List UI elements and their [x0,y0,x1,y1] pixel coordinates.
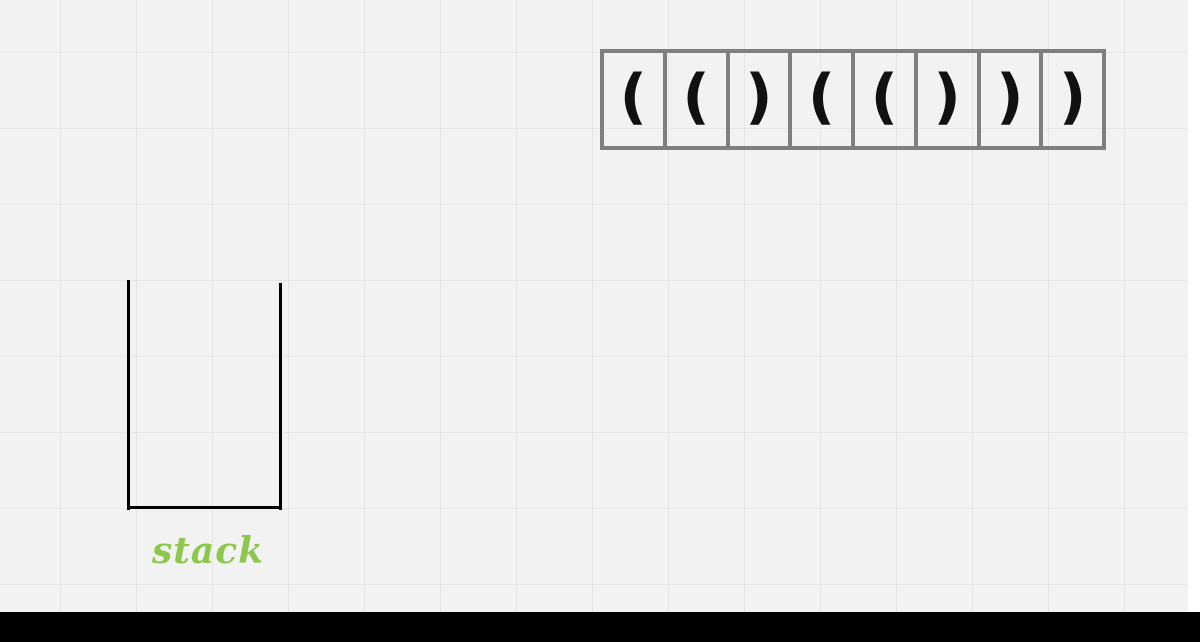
diagram-canvas: ( ( ) ( ( ) ) ) stack [0,0,1188,612]
parentheses-array: ( ( ) ( ( ) ) ) [600,49,1106,150]
array-cell-4: ( [851,53,914,146]
array-cell-7: ) [1039,53,1102,146]
array-cell-0: ( [619,61,648,132]
stack-left-wall [127,280,130,510]
array-cell-2: ) [725,53,789,146]
array-cell-1: ( [662,53,726,146]
array-cell-3: ( [788,53,851,146]
stack-label: stack [152,530,265,572]
array-cell-6: ) [976,53,1040,146]
array-cell-5: ) [913,53,977,146]
stack-base [127,506,282,509]
bottom-bar [0,612,1200,642]
stack-right-wall [279,283,282,510]
canvas-edge-strip [1188,0,1200,612]
